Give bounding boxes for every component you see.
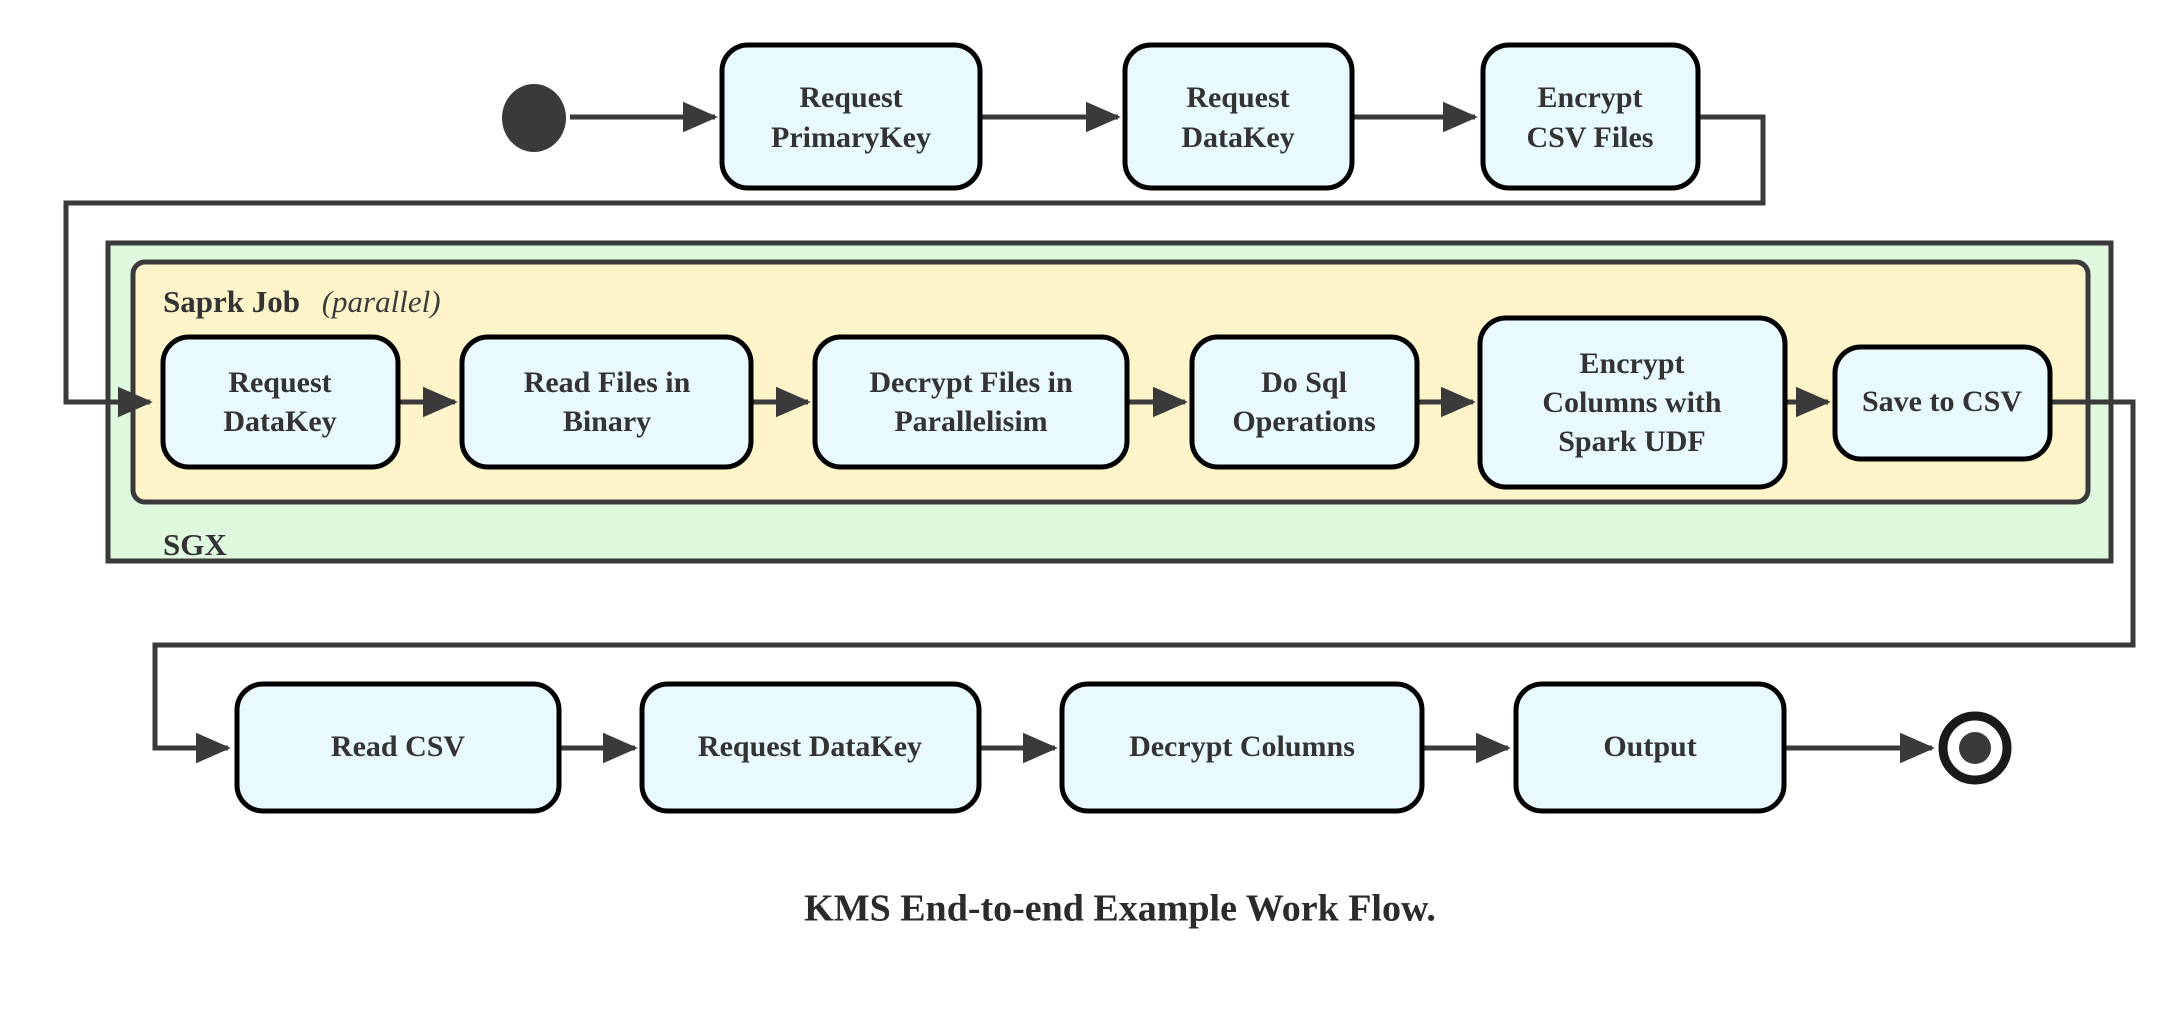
node-request-datakey-top[interactable]: Request DataKey	[1122, 42, 1355, 191]
node-encrypt-columns-line-1: Encrypt	[1580, 347, 1685, 380]
node-do-sql-operations-box[interactable]	[1189, 334, 1420, 470]
node-read-files-in-binary-box[interactable]	[459, 334, 754, 470]
node-encrypt-columns-line-2: Columns with	[1542, 386, 1722, 419]
spark-job-label-bold: Saprk Job	[163, 284, 300, 319]
node-request-datakey-spark-line-2: DataKey	[223, 405, 336, 438]
node-request-datakey-bottom-label: Request DataKey	[698, 730, 922, 763]
node-request-primarykey-box[interactable]	[719, 42, 983, 191]
node-encrypt-csv-files[interactable]: Encrypt CSV Files	[1480, 42, 1701, 191]
node-read-csv-box[interactable]	[234, 681, 562, 814]
node-do-sql-operations-line-1: Do Sql	[1261, 366, 1347, 399]
node-read-csv-label: Read CSV	[331, 730, 466, 763]
node-encrypt-csv-files-line-2: CSV Files	[1527, 121, 1654, 154]
node-request-datakey-spark-line-1: Request	[228, 366, 331, 399]
start-node	[502, 84, 566, 152]
diagram-caption: KMS End-to-end Example Work Flow.	[804, 888, 1436, 930]
node-encrypt-csv-files-line-1: Encrypt	[1538, 81, 1643, 114]
node-request-primarykey-line-2: PrimaryKey	[771, 121, 931, 154]
end-node-ring	[1938, 711, 2012, 785]
node-do-sql-operations-line-2: Operations	[1232, 405, 1375, 438]
node-decrypt-files-in-parallelisim-line-1: Decrypt Files in	[869, 366, 1073, 399]
edge-save-csv-to-read-csv	[152, 399, 2136, 764]
node-output-label: Output	[1603, 730, 1696, 763]
node-request-datakey-top-box[interactable]	[1122, 42, 1355, 191]
node-encrypt-columns-line-3: Spark UDF	[1558, 425, 1706, 458]
spark-job-label-italic: (parallel)	[322, 284, 441, 319]
node-request-datakey-top-line-2: DataKey	[1181, 121, 1294, 154]
node-read-csv[interactable]: Read CSV	[234, 681, 562, 814]
node-decrypt-columns[interactable]: Decrypt Columns	[1059, 681, 1425, 814]
node-save-to-csv-box[interactable]	[1832, 344, 2053, 462]
node-output-box[interactable]	[1513, 681, 1787, 814]
node-output[interactable]: Output	[1513, 681, 1787, 814]
node-do-sql-operations[interactable]: Do Sql Operations	[1189, 334, 1420, 470]
node-decrypt-files-in-parallelisim-line-2: Parallelisim	[894, 405, 1047, 438]
node-request-primarykey[interactable]: Request PrimaryKey	[719, 42, 983, 191]
node-decrypt-files-in-parallelisim[interactable]: Decrypt Files in Parallelisim	[812, 334, 1130, 470]
node-save-to-csv[interactable]: Save to CSV	[1832, 344, 2053, 462]
node-request-primarykey-line-1: Request	[799, 81, 902, 114]
node-request-datakey-top-line-1: Request	[1186, 81, 1289, 114]
node-request-datakey-bottom[interactable]: Request DataKey	[639, 681, 982, 814]
end-node-dot	[1959, 732, 1991, 764]
sgx-group-label: SGX	[163, 527, 227, 562]
edge-encrypt-csv-to-spark-datakey	[63, 114, 1766, 418]
spark-job-group-label: Saprk Job (parallel)	[163, 284, 441, 319]
node-read-files-in-binary-line-2: Binary	[563, 405, 651, 438]
node-decrypt-files-in-parallelisim-box[interactable]	[812, 334, 1130, 470]
node-encrypt-columns-with-spark-udf-box[interactable]	[1477, 315, 1788, 490]
node-encrypt-columns-with-spark-udf[interactable]: Encrypt Columns with Spark UDF	[1477, 315, 1788, 490]
node-read-files-in-binary-line-1: Read Files in	[524, 366, 691, 399]
node-encrypt-csv-files-box[interactable]	[1480, 42, 1701, 191]
end-node	[1938, 711, 2012, 785]
node-request-datakey-spark-box[interactable]	[160, 334, 401, 470]
node-request-datakey-bottom-box[interactable]	[639, 681, 982, 814]
node-request-datakey-spark[interactable]: Request DataKey	[160, 334, 401, 470]
node-read-files-in-binary[interactable]: Read Files in Binary	[459, 334, 754, 470]
node-save-to-csv-label: Save to CSV	[1862, 385, 2022, 418]
node-decrypt-columns-label: Decrypt Columns	[1129, 730, 1355, 763]
node-decrypt-columns-box[interactable]	[1059, 681, 1425, 814]
